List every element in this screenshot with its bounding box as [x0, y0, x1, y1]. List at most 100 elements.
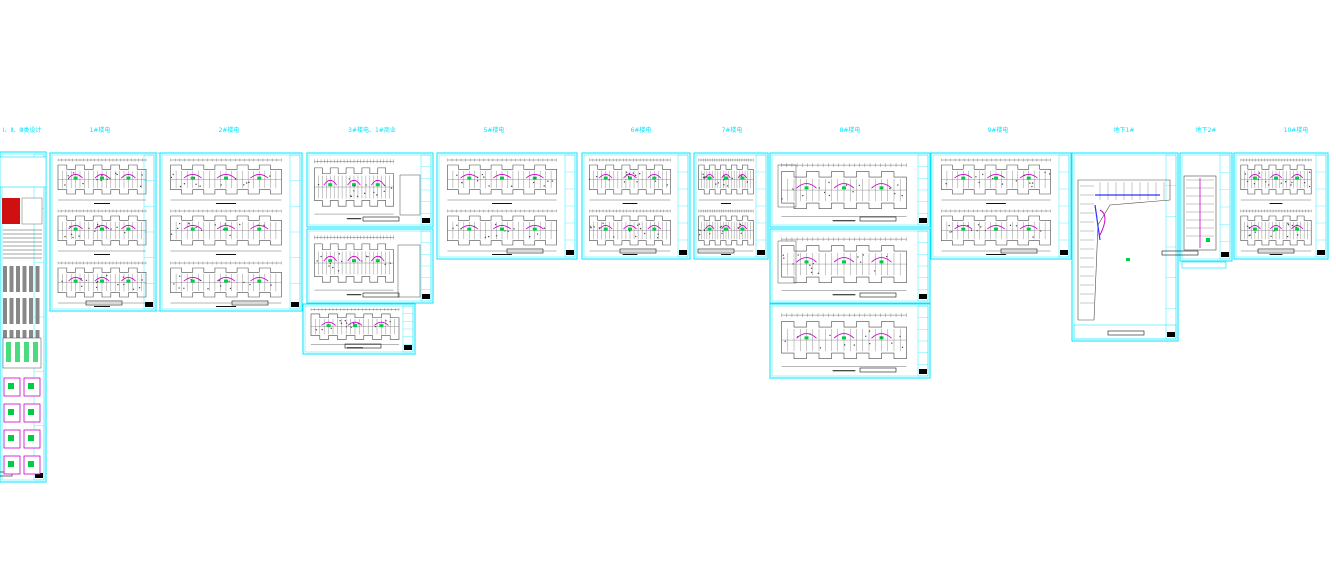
- plan-6a: [588, 158, 671, 204]
- plan-8c: [781, 313, 907, 372]
- riser-bar-1-0: [3, 298, 7, 324]
- sheet-9: [930, 152, 1072, 260]
- riser-bar-0-5: [35, 266, 40, 292]
- basement-1-notes: [1073, 324, 1177, 340]
- sheet-basement-1-logo: [1167, 332, 1175, 337]
- sheet-title-7: 8#楼电: [839, 127, 861, 134]
- sheet-10-logo: [1317, 250, 1325, 255]
- detail-fill-1-0: [8, 409, 14, 415]
- basement-2-panel: [1206, 238, 1210, 242]
- plan-10a: [1240, 158, 1312, 204]
- riser-bar-0-2: [16, 266, 20, 292]
- legend-table: [21, 197, 43, 225]
- sheet-1-edge: [155, 152, 161, 312]
- sheet-8c: [769, 303, 931, 379]
- plan-9a: [941, 158, 1051, 204]
- sheet-8b-logo: [919, 294, 927, 299]
- detail-fill-0-0: [8, 383, 14, 389]
- sheet-title-9: 地下1#: [1113, 127, 1135, 134]
- plan-8a: [781, 163, 907, 222]
- sheet-7-logo: [757, 250, 765, 255]
- plan-2b: [170, 209, 282, 255]
- sheet-5: [436, 152, 578, 260]
- sheet-10: [1233, 152, 1329, 260]
- sheet-title-8: 9#楼电: [987, 127, 1009, 134]
- sheet-3c: [302, 303, 416, 355]
- sheet-5-logo: [566, 250, 574, 255]
- plan-3a-stair: [399, 174, 421, 216]
- sheet-3c-logo: [404, 345, 412, 350]
- plan-1b: [57, 209, 147, 255]
- plan-10b: [1240, 209, 1312, 255]
- sheet-basement-2-logo: [1221, 252, 1229, 257]
- sheet-3a-stamp: [362, 216, 400, 222]
- riser-bar-0-1: [9, 266, 14, 292]
- sheet-title-0: Ⅰ、Ⅱ、Ⅲ类设计: [2, 127, 42, 134]
- sheet-8a-logo: [919, 218, 927, 223]
- sheet-8b-stamp: [859, 292, 897, 298]
- sheet-basement-2-stamp: [1161, 250, 1199, 256]
- basement-2-outline: [1183, 175, 1217, 251]
- sheet-2-logo: [291, 302, 299, 307]
- sheet-title-5: 6#楼电: [630, 127, 652, 134]
- sheet-6-logo: [679, 250, 687, 255]
- plan-3a: [314, 159, 394, 220]
- sheet-3b: [306, 228, 434, 304]
- sheet-1-logo: [145, 302, 153, 307]
- plan-7b: [698, 209, 754, 255]
- riser-bar-0-4: [29, 266, 33, 292]
- plan-6b: [589, 209, 671, 255]
- sheet-index-logo: [35, 473, 43, 478]
- plan-7a: [698, 158, 754, 204]
- sheet-basement-1: [1071, 152, 1179, 342]
- sheet-2: [159, 152, 303, 312]
- basement-1-trunk: [1094, 194, 1160, 241]
- riser-bar-1-3: [22, 298, 27, 324]
- sheet-title-10: 地下2#: [1195, 127, 1217, 134]
- plan-5a: [447, 158, 557, 204]
- plan-8-riser-1: [777, 240, 797, 284]
- plan-3c: [310, 308, 400, 349]
- plan-2a: [170, 158, 282, 204]
- sheet-title-1: 1#楼电: [89, 127, 111, 134]
- sheet-9-logo: [1060, 250, 1068, 255]
- detail-fill-3-1: [28, 461, 34, 467]
- basement-1-panel: [1126, 258, 1130, 261]
- riser-bar-1-4: [29, 298, 33, 324]
- detail-fill-2-0: [8, 435, 14, 441]
- sheet-3b-stamp: [362, 292, 400, 298]
- system-col-1: [15, 342, 20, 362]
- sheet-8b: [769, 228, 931, 304]
- plan-1c: [57, 261, 147, 307]
- riser-bar-0-0: [3, 266, 7, 292]
- sheet-title-4: 5#楼电: [483, 127, 505, 134]
- cover-title: [0, 156, 47, 188]
- sheet-8c-stamp: [859, 367, 897, 373]
- sheet-7: [693, 152, 769, 260]
- sheet-title-2: 2#楼电: [218, 127, 240, 134]
- sheet-title-6: 7#楼电: [721, 127, 743, 134]
- sheet-3b-logo: [422, 294, 430, 299]
- riser-bar-0-3: [22, 266, 27, 292]
- detail-fill-1-1: [28, 409, 34, 415]
- sheet-basement-1-stamp: [1107, 330, 1145, 336]
- plan-8b: [781, 237, 907, 296]
- system-col-2: [24, 342, 29, 362]
- legend-red-block: [2, 198, 20, 224]
- sheet-8c-logo: [919, 369, 927, 374]
- sheet-3a-logo: [422, 218, 430, 223]
- sheet-6: [581, 152, 691, 260]
- sheet-title-11: 10#楼电: [1283, 127, 1309, 134]
- plan-3b: [314, 235, 394, 296]
- sheet-8a-stamp: [859, 216, 897, 222]
- riser-bar-1-5: [35, 298, 40, 324]
- sheet-3a: [306, 152, 434, 228]
- riser-bar-1-1: [9, 298, 14, 324]
- plan-2c: [170, 261, 282, 307]
- basement-2-title: [1181, 261, 1227, 269]
- detail-fill-2-1: [28, 435, 34, 441]
- system-col-0: [6, 342, 11, 362]
- system-col-3: [33, 342, 38, 362]
